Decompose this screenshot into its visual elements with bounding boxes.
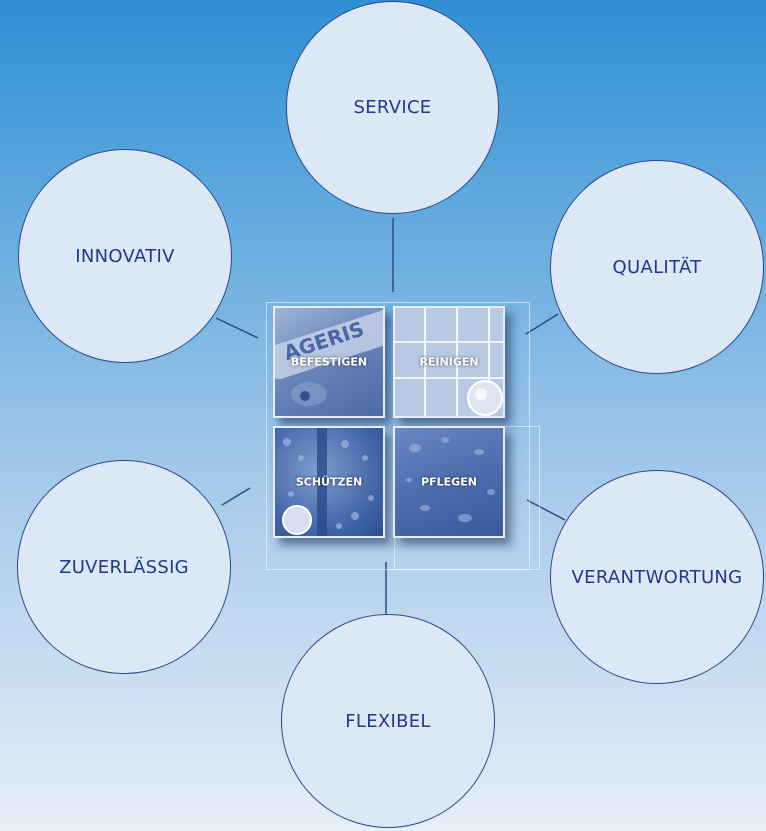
bubble-zuverlaessig: ZUVERLÄSSIG: [17, 460, 231, 674]
tile-schuetzen: SCHÜTZEN: [273, 426, 385, 538]
bubble-label: VERANTWORTUNG: [571, 566, 743, 588]
connector-verantwortung: [526, 499, 566, 521]
tile-label: PFLEGEN: [421, 475, 477, 489]
tile-label: SCHÜTZEN: [295, 475, 363, 489]
bubble-label: ZUVERLÄSSIG: [59, 556, 189, 578]
bubble-label: QUALITÄT: [612, 256, 702, 278]
bubble-label: SERVICE: [353, 97, 432, 118]
connector-qualitaet: [525, 313, 559, 335]
connector-zuverlaessig: [221, 487, 251, 506]
wet-surface-image: [406, 437, 495, 522]
bubble-label: INNOVATIV: [75, 245, 175, 267]
adhesive-tube-image: AGERIS: [275, 308, 383, 406]
tiled-wall-image: [395, 308, 503, 416]
tile-label: BEFESTIGEN: [290, 355, 368, 369]
bubble-qualitaet: QUALITÄT: [550, 160, 764, 374]
water-drops-image: [282, 428, 374, 536]
bubble-flexibel: FLEXIBEL: [281, 614, 495, 828]
bubble-verantwortung: VERANTWORTUNG: [550, 470, 764, 684]
tile-befestigen: AGERIS BEFESTIGEN: [273, 306, 385, 418]
tile-reinigen: REINIGEN: [393, 306, 505, 418]
tile-pflegen: PFLEGEN: [393, 426, 505, 538]
bubble-innovativ: INNOVATIV: [18, 149, 232, 363]
bubble-service: SERVICE: [286, 1, 499, 214]
bubble-label: FLEXIBEL: [345, 710, 431, 732]
tile-label: REINIGEN: [419, 355, 479, 369]
connector-innovativ: [215, 317, 259, 339]
